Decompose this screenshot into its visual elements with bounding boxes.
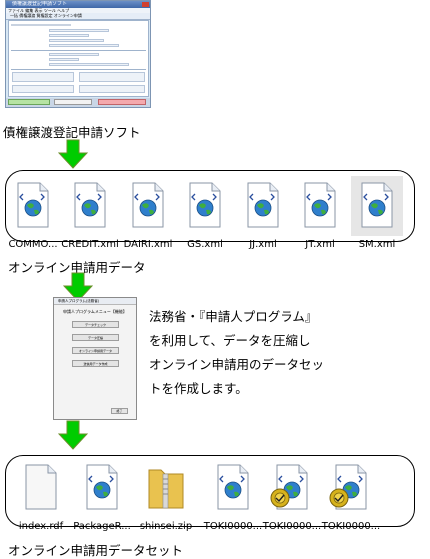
file-label: TOKI0000... bbox=[262, 521, 322, 532]
xml-file-icon bbox=[175, 180, 235, 234]
row1-file-1[interactable]: CREDIT.xml bbox=[60, 180, 120, 250]
form-box-left bbox=[12, 72, 74, 82]
caption-software: 債権譲渡登記申請ソフト bbox=[3, 125, 141, 140]
file-label: JJ.xml bbox=[249, 239, 277, 250]
file-label: COMMO... bbox=[8, 239, 58, 250]
file-label: SM.xml bbox=[358, 239, 396, 250]
app-online-data-button bbox=[54, 99, 92, 105]
form-box-right bbox=[79, 85, 145, 93]
xml-file-icon bbox=[290, 180, 350, 234]
description-line-2: を利用して、データを圧縮し bbox=[149, 333, 311, 348]
file-label: index.rdf bbox=[18, 521, 64, 532]
dialog-heading: 申請人プログラムメニュー【機能】 bbox=[63, 309, 127, 314]
dialog-online-button: オンライン申請用データ bbox=[72, 347, 119, 354]
form-field bbox=[49, 34, 89, 37]
xml-file-icon bbox=[118, 180, 178, 234]
row2-file-2[interactable]: shinsei.zip bbox=[136, 462, 196, 532]
xml-file-icon bbox=[347, 180, 407, 234]
app-window-title: 債権譲渡登記申請ソフト bbox=[6, 1, 150, 8]
form-divider bbox=[11, 69, 146, 70]
dialog-compress-button: データ圧縮 bbox=[72, 334, 119, 341]
form-field bbox=[49, 44, 119, 47]
file-label: JT.xml bbox=[305, 239, 335, 250]
zip-folder-icon bbox=[136, 462, 196, 516]
form-box-left bbox=[12, 85, 74, 93]
app-status-bar bbox=[6, 98, 150, 107]
xml-file-icon bbox=[233, 180, 293, 234]
xml-file-icon bbox=[60, 180, 120, 234]
signed-xml-file-icon bbox=[321, 462, 381, 516]
blank-file-icon bbox=[11, 462, 71, 516]
form-line bbox=[11, 24, 71, 26]
form-field bbox=[49, 63, 129, 66]
form-divider bbox=[11, 50, 146, 51]
registration-software-screenshot: 債権譲渡登記申請ソフト ファイル 編集 表示 ツール ヘルプ 一括 債権譲渡 質… bbox=[5, 0, 151, 108]
file-label: DAIRI.xml bbox=[123, 239, 173, 250]
app-close-icon bbox=[142, 2, 149, 7]
row2-file-4[interactable]: TOKI0000... bbox=[262, 462, 322, 532]
xml-file-icon bbox=[203, 462, 263, 516]
app-create-button bbox=[8, 99, 50, 105]
dialog-send-button: 送信用データ作成 bbox=[72, 360, 119, 367]
file-label: PackageR... bbox=[73, 521, 131, 532]
row1-file-0[interactable]: COMMO... bbox=[3, 180, 63, 250]
caption-online-dataset: オンライン申請用データセット bbox=[8, 543, 184, 558]
row1-file-5[interactable]: JT.xml bbox=[290, 180, 350, 250]
xml-file-icon bbox=[72, 462, 132, 516]
app-exit-button bbox=[98, 99, 146, 105]
xml-file-icon bbox=[3, 180, 63, 234]
caption-online-data: オンライン申請用データ bbox=[8, 260, 146, 275]
app-tab-bar: 一括 債権譲渡 質権設定 オンライン申請 bbox=[6, 13, 150, 20]
description-line-3: オンライン申請用のデータセッ bbox=[149, 357, 325, 372]
file-label: shinsei.zip bbox=[139, 521, 193, 532]
row1-file-2[interactable]: DAIRI.xml bbox=[118, 180, 178, 250]
down-arrow-icon bbox=[58, 420, 88, 450]
row2-file-0[interactable]: index.rdf bbox=[11, 462, 71, 532]
row1-file-3[interactable]: GS.xml bbox=[175, 180, 235, 250]
description-line-4: トを作成します。 bbox=[149, 381, 248, 396]
applicant-program-screenshot: 申請人プログラム(法務省) 申請人プログラムメニュー【機能】 データチェック デ… bbox=[53, 297, 137, 420]
file-label: TOKI0000... bbox=[321, 521, 381, 532]
down-arrow-icon bbox=[58, 139, 88, 169]
down-arrow-icon bbox=[63, 272, 93, 302]
form-field bbox=[49, 53, 99, 56]
app-menu-bar: ファイル 編集 表示 ツール ヘルプ bbox=[6, 8, 150, 13]
row2-file-1[interactable]: PackageR... bbox=[72, 462, 132, 532]
form-box-right bbox=[79, 72, 145, 82]
row1-file-6[interactable]: SM.xml bbox=[347, 176, 407, 250]
dialog-close-button: 終了 bbox=[111, 408, 128, 414]
form-field bbox=[49, 58, 79, 61]
app-form-area bbox=[8, 20, 149, 97]
form-field bbox=[49, 39, 104, 42]
dialog-title: 申請人プログラム(法務省) bbox=[54, 298, 136, 305]
row2-file-5[interactable]: TOKI0000... bbox=[321, 462, 381, 532]
row1-file-4[interactable]: JJ.xml bbox=[233, 180, 293, 250]
description-line-1: 法務省・『申請人プログラム』 bbox=[149, 309, 318, 324]
form-field bbox=[49, 29, 109, 32]
file-label: CREDIT.xml bbox=[61, 239, 119, 250]
row2-file-3[interactable]: TOKI0000... bbox=[203, 462, 263, 532]
file-label: GS.xml bbox=[187, 239, 223, 250]
signed-xml-file-icon bbox=[262, 462, 322, 516]
file-label: TOKI0000... bbox=[203, 521, 263, 532]
dialog-check-button: データチェック bbox=[72, 321, 119, 328]
